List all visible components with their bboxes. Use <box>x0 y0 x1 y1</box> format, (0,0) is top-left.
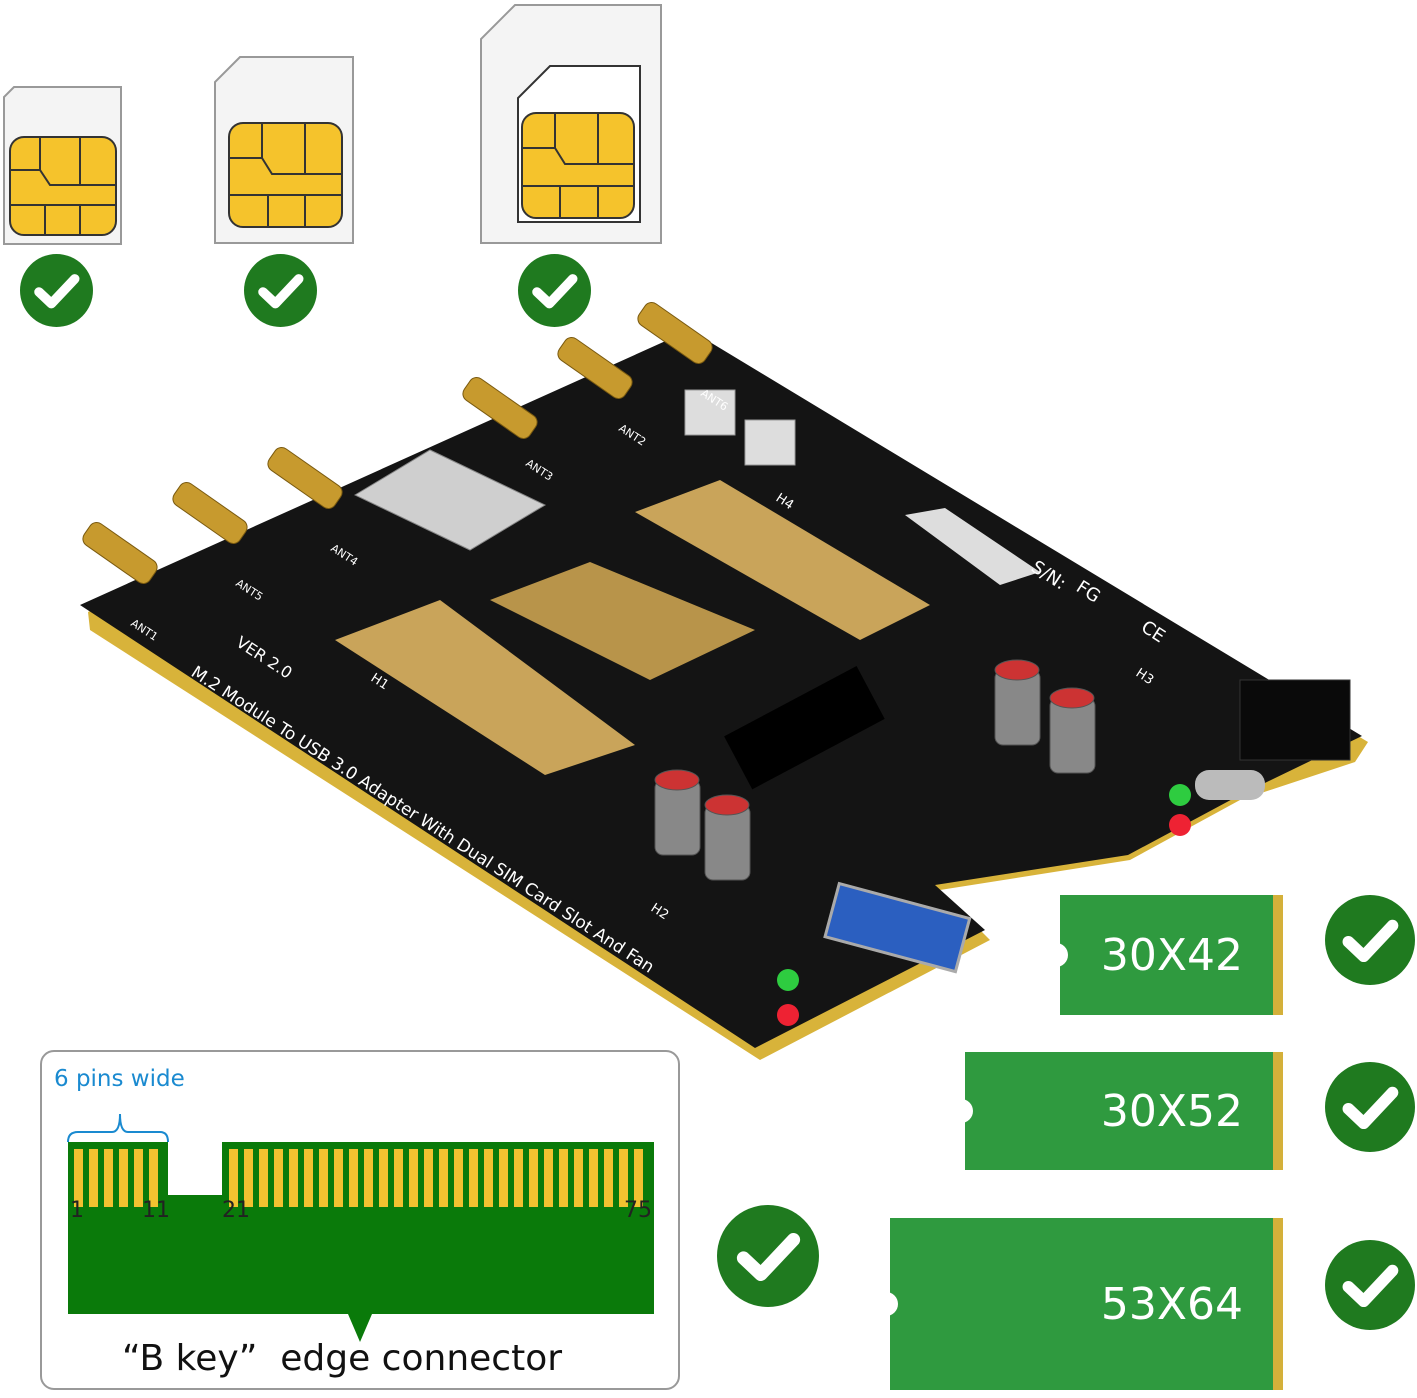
pins-wide-annotation: 6 pins wide <box>54 1066 185 1092</box>
check-icon <box>518 254 591 327</box>
gold-pin <box>484 1149 493 1207</box>
sim-card-nano <box>480 4 662 244</box>
m2-card-53x64: 53X64 <box>884 1218 1283 1390</box>
gold-pin <box>364 1149 373 1207</box>
pin-label: 21 <box>222 1198 250 1223</box>
gold-pin <box>409 1149 418 1207</box>
b-key-caption: “B key” edge connector <box>122 1338 563 1379</box>
check-icon <box>244 254 317 327</box>
gold-pin <box>439 1149 448 1207</box>
gold-pin <box>229 1149 238 1207</box>
led-red <box>1169 814 1191 836</box>
check-icon <box>717 1205 819 1307</box>
gold-pin <box>104 1149 113 1207</box>
gold-pin <box>394 1149 403 1207</box>
gold-pin <box>619 1149 628 1207</box>
pin-label: 11 <box>142 1198 170 1223</box>
gold-pin <box>454 1149 463 1207</box>
gold-pin <box>274 1149 283 1207</box>
gold-pin <box>559 1149 568 1207</box>
gold-pin <box>589 1149 598 1207</box>
dc-jack <box>1239 679 1351 761</box>
pin-label: 1 <box>70 1198 84 1223</box>
m2-card-30x42: 30X42 <box>1054 895 1283 1015</box>
sim-cards <box>3 4 662 245</box>
gold-pin <box>119 1149 128 1207</box>
fan-header <box>744 419 796 466</box>
sim-card-mini <box>3 86 122 245</box>
check-icon <box>1325 895 1415 985</box>
gold-pin <box>634 1149 643 1207</box>
gold-pin <box>289 1149 298 1207</box>
gold-pin <box>379 1149 388 1207</box>
m2-slot <box>724 665 885 790</box>
m2-pad-area <box>635 480 930 640</box>
gold-pin <box>349 1149 358 1207</box>
pin-label: 75 <box>624 1198 652 1223</box>
m2-size-label: 53X64 <box>1100 1278 1243 1330</box>
usb-c-port <box>1195 770 1265 800</box>
gold-pin <box>149 1149 158 1207</box>
fan-area <box>490 562 755 680</box>
gold-pin <box>604 1149 613 1207</box>
edge-connector-graphic <box>67 1113 654 1342</box>
gold-pin <box>334 1149 343 1207</box>
gold-pin <box>514 1149 523 1207</box>
gold-pin <box>89 1149 98 1207</box>
b-key-diagram: 6 pins wide 1 11 21 75 “B key” edge conn… <box>40 1050 680 1390</box>
sim-card-micro <box>214 56 354 244</box>
check-icon <box>1325 1240 1415 1330</box>
m2-size-label: 30X42 <box>1100 929 1243 981</box>
m2-card-30x52: 30X52 <box>959 1052 1283 1170</box>
led-green <box>1169 784 1191 806</box>
gold-pin <box>304 1149 313 1207</box>
usb3-port <box>823 881 972 974</box>
gold-pin <box>134 1149 143 1207</box>
gold-pin <box>244 1149 253 1207</box>
check-icon <box>1325 1062 1415 1152</box>
m2-size-label: 30X52 <box>1100 1085 1243 1137</box>
gold-pin <box>529 1149 538 1207</box>
m2-pad-area <box>335 600 635 775</box>
gold-pin <box>469 1149 478 1207</box>
fan-header <box>684 389 736 436</box>
gold-pin <box>74 1149 83 1207</box>
antenna-connectors <box>82 302 713 584</box>
brace <box>67 1113 169 1143</box>
gold-pin <box>574 1149 583 1207</box>
gold-pin <box>319 1149 328 1207</box>
gold-pin <box>544 1149 553 1207</box>
sim-slot <box>353 449 547 551</box>
adapter-board: M.2 Module To USB 3.0 Adapter With Dual … <box>80 302 1368 1060</box>
led-green <box>777 969 799 991</box>
check-icon <box>20 254 93 327</box>
gold-pin <box>499 1149 508 1207</box>
gold-pin <box>424 1149 433 1207</box>
gold-pin <box>259 1149 268 1207</box>
led-red <box>777 1004 799 1026</box>
